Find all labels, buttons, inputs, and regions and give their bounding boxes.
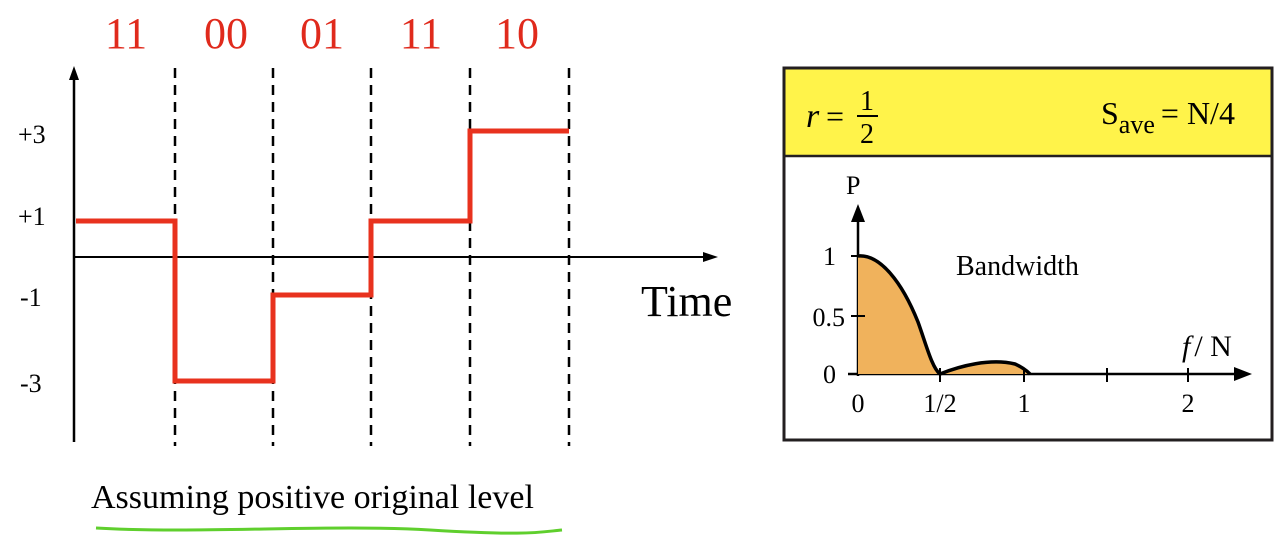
spectrum-box-border [782, 66, 1274, 442]
r-denominator: 2 [860, 119, 874, 150]
caption-underline [95, 526, 563, 535]
signal-diagram: 11 00 01 11 10 +3 +1 -1 -3 Time Assuming… [18, 9, 732, 535]
y-axis-arrowhead [69, 66, 79, 80]
s-ave-label: Save= N/4 [1101, 95, 1235, 139]
r-symbol: r [806, 98, 820, 135]
level-label-minus1: -1 [20, 283, 42, 312]
spectrum-p-arrowhead [851, 204, 865, 222]
bit-pair-3: 01 [300, 9, 344, 58]
bandwidth-label: Bandwidth [956, 251, 1079, 282]
spectrum-p-label: P [846, 171, 860, 200]
r-equals: = [826, 98, 844, 134]
level-label-plus1: +1 [18, 202, 46, 231]
time-axis-label: Time [641, 277, 732, 326]
bit-pair-2: 00 [204, 9, 248, 58]
level-label-minus3: -3 [20, 369, 42, 398]
spectrum-panel: r = 1 2 Save= N/4 1 0.5 0 0 1/2 1 2 P f/… [782, 66, 1274, 442]
x-tick-label-half: 1/2 [923, 389, 956, 418]
bit-pair-4: 11 [400, 9, 442, 58]
y-tick-label-1: 1 [823, 242, 836, 271]
level-label-plus3: +3 [18, 120, 46, 149]
bit-pair-5: 10 [495, 9, 539, 58]
bit-pair-1: 11 [105, 9, 147, 58]
spectrum-f-label: f/ N [1182, 330, 1232, 363]
spectrum-f-arrowhead [1234, 367, 1252, 381]
x-tick-label-0: 0 [852, 389, 865, 418]
y-tick-label-05: 0.5 [813, 303, 846, 332]
x-tick-label-2: 2 [1182, 389, 1195, 418]
spectrum-header [784, 68, 1272, 156]
x-axis-arrowhead [703, 252, 718, 262]
x-tick-label-1: 1 [1018, 389, 1031, 418]
y-tick-label-0: 0 [823, 360, 836, 389]
caption: Assuming positive original level [91, 479, 534, 516]
spectrum-fill [858, 255, 1030, 374]
signal-waveform [76, 128, 569, 384]
r-numerator: 1 [860, 86, 874, 117]
